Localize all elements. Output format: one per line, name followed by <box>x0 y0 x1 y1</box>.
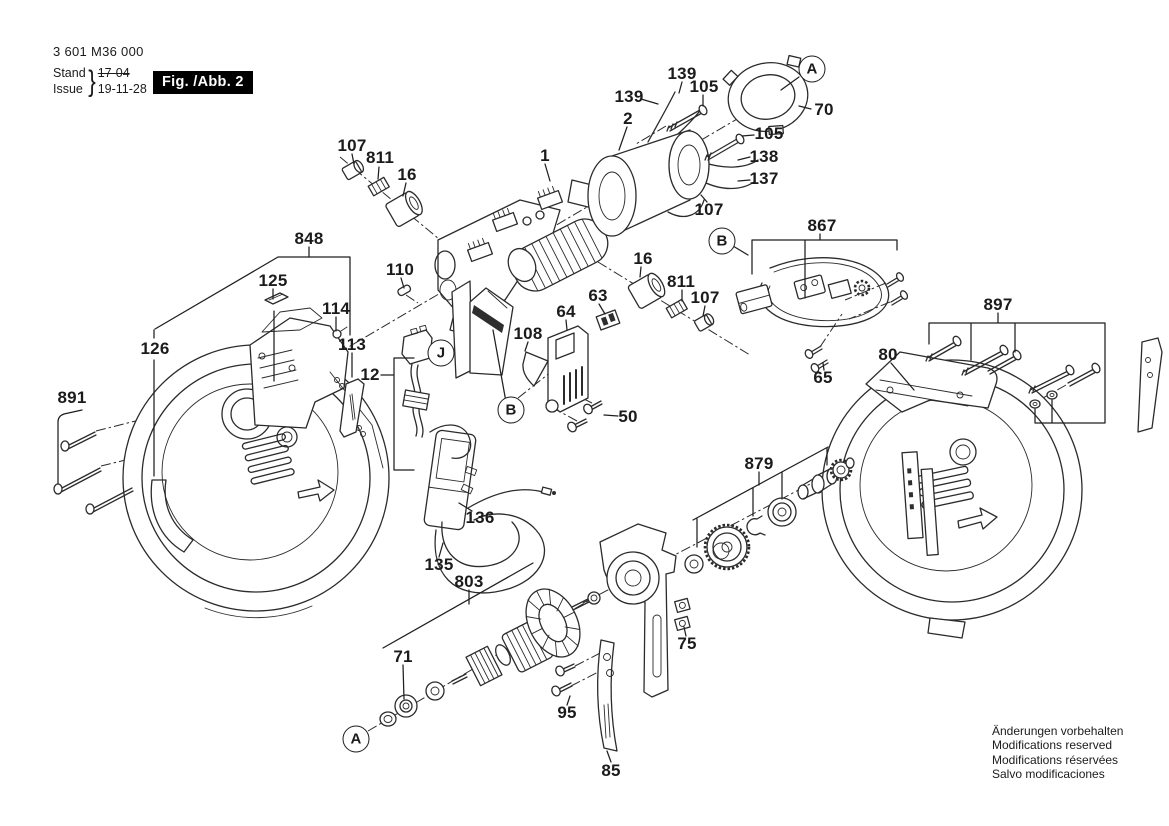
brush-set-left <box>341 159 423 227</box>
stand-value: 17-04 <box>97 65 130 80</box>
part-callout-64: 64 <box>556 302 576 321</box>
gear-bracket-drawing <box>597 523 691 752</box>
screws-891 <box>53 431 134 515</box>
part-callout-803: 803 <box>454 572 484 591</box>
part-callout-16: 16 <box>633 249 653 268</box>
part-callout-135: 135 <box>424 555 454 574</box>
part-callout-63: 63 <box>588 286 608 305</box>
stand-issue-block: Stand Issue } 17-04 19-11-28 <box>53 65 147 98</box>
part-callout-105: 105 <box>754 124 784 143</box>
screws-105 <box>666 104 745 161</box>
part-callout-867: 867 <box>807 216 837 235</box>
notice-line-de: Änderungen vorbehalten <box>992 724 1124 738</box>
part-callout-1: 1 <box>540 146 550 165</box>
view-marker-a: A <box>798 55 826 83</box>
insulation-plate-drawing <box>451 280 514 379</box>
notice-line-en: Modifications reserved <box>992 738 1113 753</box>
part-callout-126: 126 <box>140 339 170 358</box>
part-callout-16: 16 <box>397 165 417 184</box>
notice-line-es: Salvo modificaciones <box>992 767 1105 782</box>
part-callout-105: 105 <box>689 77 719 96</box>
part-callout-848: 848 <box>294 229 324 248</box>
part-callout-110: 110 <box>385 260 415 279</box>
part-callout-139: 139 <box>614 87 644 106</box>
part-callout-811: 811 <box>365 148 395 167</box>
bearing-group-71 <box>379 681 445 727</box>
brace-glyph: } <box>87 65 96 98</box>
stand-label: Stand <box>53 65 86 80</box>
part-callout-71: 71 <box>393 647 413 666</box>
view-marker-a: A <box>342 725 370 753</box>
part-callout-80: 80 <box>878 345 898 364</box>
flange-ring-drawing <box>722 54 809 136</box>
part-callout-897: 897 <box>983 295 1013 314</box>
armature-drawing <box>451 588 601 687</box>
part-callout-811: 811 <box>666 272 696 291</box>
left-housing-drawing <box>122 307 390 619</box>
part-callout-891: 891 <box>57 388 87 407</box>
view-marker-j: J <box>427 339 455 367</box>
view-marker-b: B <box>708 227 736 255</box>
part-callout-108: 108 <box>513 324 543 343</box>
cable-group-867 <box>735 257 909 373</box>
part-callout-107: 107 <box>337 136 367 155</box>
view-marker-b: B <box>497 396 525 424</box>
right-housing-drawing <box>821 337 1163 639</box>
spindle-group-drawing <box>684 457 855 574</box>
small-parts-left <box>264 284 412 438</box>
part-callout-107: 107 <box>694 200 724 219</box>
part-callout-879: 879 <box>744 454 774 473</box>
part-callout-95: 95 <box>557 703 577 722</box>
part-callout-137: 137 <box>749 169 779 188</box>
cover-plate-group <box>522 309 621 433</box>
part-callout-65: 65 <box>813 368 833 387</box>
part-callout-75: 75 <box>677 634 697 653</box>
issue-value: 19-11-28 <box>97 81 147 96</box>
type-number: 3 601 M36 000 <box>53 44 144 59</box>
brush-set-right <box>627 272 715 332</box>
part-callout-113: 113 <box>337 335 367 354</box>
part-callout-85: 85 <box>601 761 621 780</box>
title-block: 3 601 M36 000 Stand Issue } 17-04 19-11-… <box>53 44 147 98</box>
part-callout-125: 125 <box>258 271 288 290</box>
issue-label: Issue <box>53 81 83 96</box>
screws-95 <box>551 663 576 697</box>
modifications-notice: Änderungen vorbehalten Modifications res… <box>992 724 1123 782</box>
leader-lines <box>57 76 1106 763</box>
part-callout-2: 2 <box>623 109 633 128</box>
part-callout-50: 50 <box>618 407 638 426</box>
part-callout-114: 114 <box>321 299 351 318</box>
part-callout-136: 136 <box>465 508 495 527</box>
part-callout-70: 70 <box>814 100 834 119</box>
part-callout-107: 107 <box>690 288 720 307</box>
part-callout-138: 138 <box>749 147 779 166</box>
notice-line-fr: Modifications réservées <box>992 752 1119 767</box>
stator-drawing <box>587 91 759 237</box>
part-callout-12: 12 <box>360 365 380 384</box>
figure-badge: Fig. /Abb. 2 <box>153 71 253 94</box>
screws-897 <box>925 335 1101 409</box>
part-callout-139: 139 <box>667 64 697 83</box>
